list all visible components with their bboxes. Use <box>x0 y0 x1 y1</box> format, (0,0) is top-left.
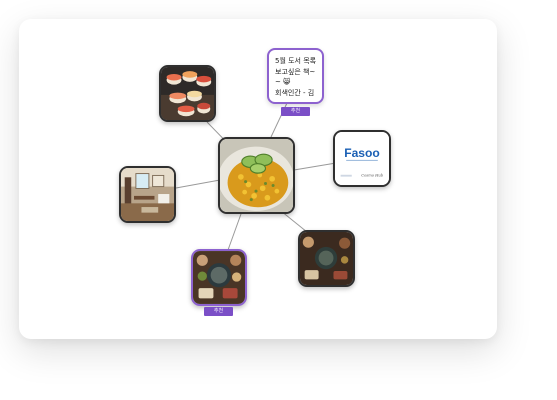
center-image-salad[interactable] <box>218 137 295 214</box>
memo-line-4: 회색인간 - 김 <box>275 88 315 97</box>
edge-cafe <box>175 179 221 189</box>
image-dinner-table[interactable] <box>298 230 355 287</box>
logo-signature: Cosmo Hub <box>361 174 383 178</box>
memo-line-2: 보고싶은 책~ <box>275 67 316 76</box>
korean-meal-photo <box>193 251 245 304</box>
fasoo-logo-text: Fasoo <box>344 146 380 160</box>
image-fasoo-logo[interactable]: Fasoo Cosmo Hub <box>333 130 391 187</box>
cafe-photo <box>121 168 174 221</box>
memo-recommend-tag: 추천 <box>281 107 310 116</box>
memo-line-3: ~ 😸 <box>275 78 291 86</box>
salad-photo <box>220 139 293 212</box>
image-sushi[interactable] <box>159 65 216 122</box>
fasoo-logo-picture: Fasoo Cosmo Hub <box>335 132 389 185</box>
image-cafe-interior[interactable] <box>119 166 176 223</box>
edge-food-dark <box>280 210 308 233</box>
mindmap-canvas: 5월 도서 목록 보고싶은 책~ ~ 😸 회색인간 - 김 추천 Fasoo C… <box>19 19 497 339</box>
edge-food-tagged <box>227 213 242 251</box>
sushi-photo <box>161 67 214 120</box>
edge-logo <box>293 162 337 171</box>
meal-recommend-tag: 추천 <box>204 307 233 316</box>
memo-line-1: 5월 도서 목록 <box>275 57 317 65</box>
dinner-table-photo <box>300 232 353 285</box>
image-korean-meal[interactable] <box>191 249 247 306</box>
memo-book-list[interactable]: 5월 도서 목록 보고싶은 책~ ~ 😸 회색인간 - 김 <box>267 48 324 104</box>
